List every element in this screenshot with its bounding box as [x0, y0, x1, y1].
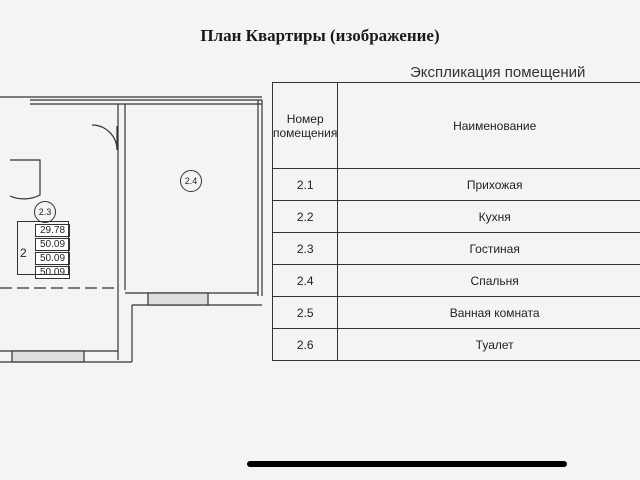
home-indicator[interactable]: [247, 461, 567, 467]
room-number: 2.3: [271, 232, 339, 265]
room-number: 2.2: [271, 200, 339, 233]
room-label-2-3: 2.3: [34, 201, 56, 223]
room-name: Ванная комната: [337, 296, 640, 329]
room-name: Гостиная: [337, 232, 640, 265]
table-caption: Экспликация помещений: [410, 64, 586, 81]
area-value: 50.09: [35, 238, 71, 251]
room-name: Кухня: [337, 200, 640, 233]
area-badge: 2 29.78 50.09 50.09 50.09: [17, 221, 71, 280]
table-header-row: Номер помещения Наименование: [271, 82, 640, 169]
header-number: Номер помещения: [271, 82, 339, 169]
room-number: 2.5: [271, 296, 339, 329]
area-value: 50.09: [35, 252, 71, 265]
header-name: Наименование: [337, 82, 640, 169]
area-value: 29.78: [35, 224, 71, 237]
badge-frame: [17, 221, 69, 275]
area-value: 50.09: [35, 266, 71, 279]
room-name: Туалет: [337, 328, 640, 361]
room-name: Прихожая: [337, 168, 640, 201]
floor-plan: [0, 96, 263, 363]
badge-number: 2: [20, 246, 27, 260]
page-title: План Квартиры (изображение): [200, 26, 440, 45]
room-number: 2.6: [271, 328, 339, 361]
room-label-2-4: 2.4: [180, 170, 202, 192]
room-number: 2.1: [271, 168, 339, 201]
room-name: Спальня: [337, 264, 640, 297]
room-number: 2.4: [271, 264, 339, 297]
